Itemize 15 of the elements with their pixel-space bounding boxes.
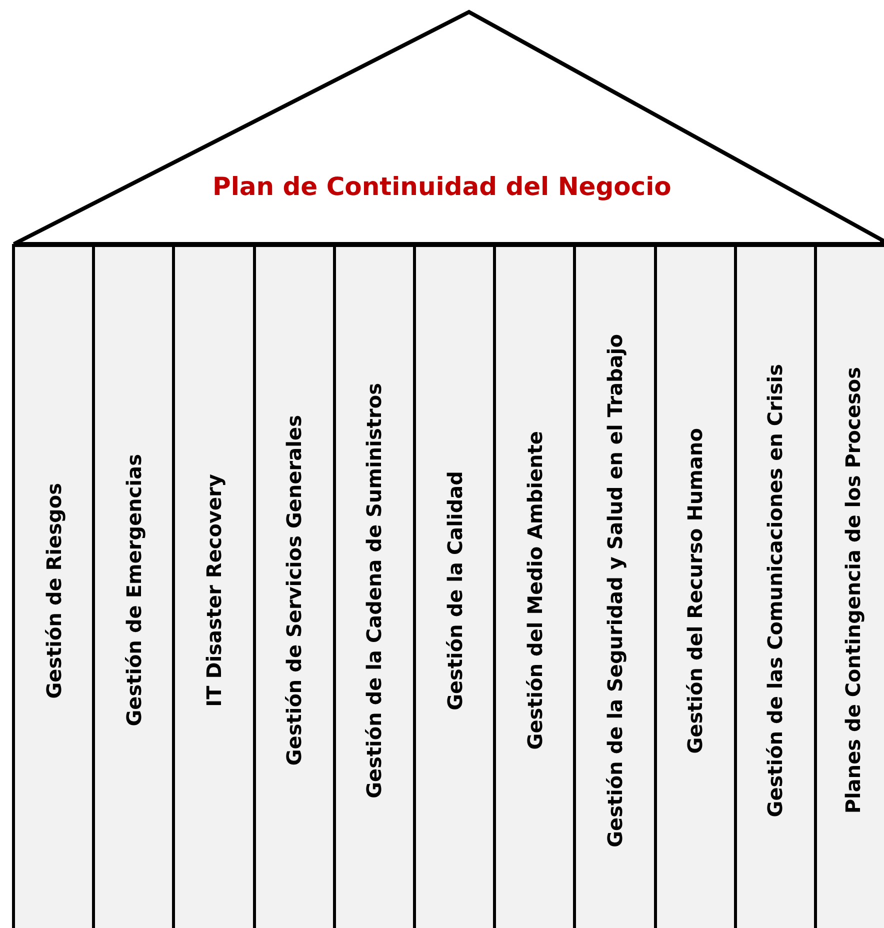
pillar-label: Planes de Contingencia de los Procesos: [840, 367, 864, 814]
pillar: [573, 244, 657, 928]
pillar-label: Gestión de las Comunicaciones en Crisis: [763, 364, 788, 818]
pillar-label: Gestión de la Seguridad y Salud en el Trabajo: [602, 334, 627, 848]
pillar: [814, 244, 884, 928]
pillar-label: Gestión del Medio Ambiente: [522, 431, 547, 750]
pillar-label: Gestión de la Calidad: [442, 470, 467, 710]
pillar: [172, 244, 256, 928]
roof-title: Plan de Continuidad del Negocio: [212, 172, 672, 200]
pillar-label: Gestión de la Cadena de Suministros: [362, 382, 386, 798]
pillar-label: Gestión de Emergencias: [122, 454, 146, 727]
pillar-label: Gestión de Riesgos: [42, 482, 66, 698]
pillar-label: IT Disaster Recovery: [202, 474, 226, 707]
pillar-label: Gestión del Recurso Humano: [683, 428, 708, 754]
pillar-label: Gestión de Servicios Generales: [282, 415, 306, 766]
